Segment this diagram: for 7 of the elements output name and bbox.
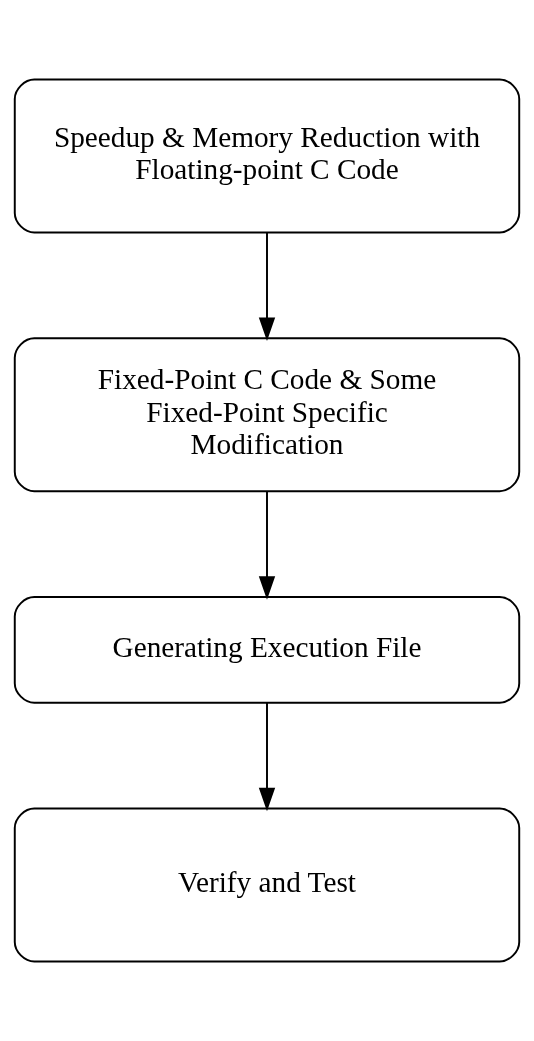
arrow: [258, 490, 276, 600]
arrow: [258, 702, 276, 812]
node-box: Verify and Test: [13, 807, 521, 963]
arrow: [258, 231, 276, 341]
node-box: Fixed-Point C Code & Some Fixed-Point Specific Modification: [13, 337, 521, 493]
node-box: Generating Execution File: [13, 596, 521, 704]
node-box: Speedup & Memory Reduction with Floating-point C Code: [13, 78, 521, 234]
